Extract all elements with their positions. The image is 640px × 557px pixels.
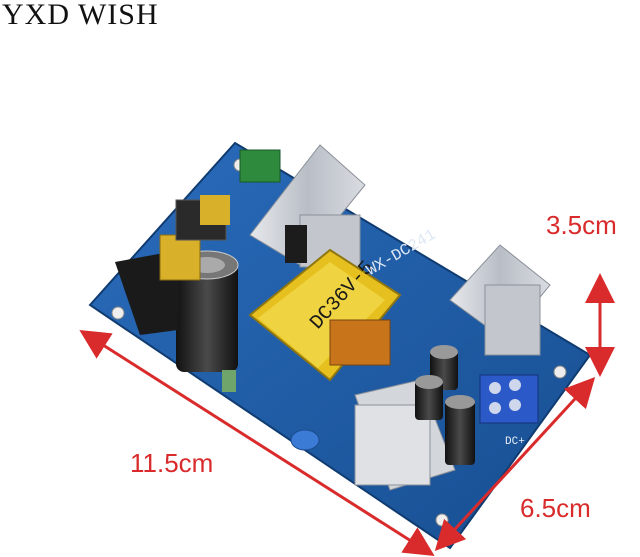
- input-terminal: [239, 149, 281, 183]
- mounting-hole: [111, 306, 125, 320]
- height-dimension-label: 3.5cm: [546, 210, 617, 240]
- length-dimension-label: 11.5cm: [130, 448, 214, 478]
- fuse: [222, 370, 236, 392]
- winding: [329, 319, 391, 366]
- width-dimension-arrow: [434, 376, 596, 552]
- mounting-hole: [553, 365, 567, 379]
- width-dimension-label: 6.5cm: [520, 493, 591, 523]
- input-capacitor: [159, 234, 201, 281]
- primary-heatsink: [249, 144, 366, 268]
- terminal-label: DC+: [505, 436, 525, 448]
- mounting-hole: [435, 513, 449, 527]
- y-capacitor: [290, 429, 320, 451]
- length-dimension-arrow: [79, 329, 435, 557]
- brand-name: YXD WISH: [2, 0, 159, 31]
